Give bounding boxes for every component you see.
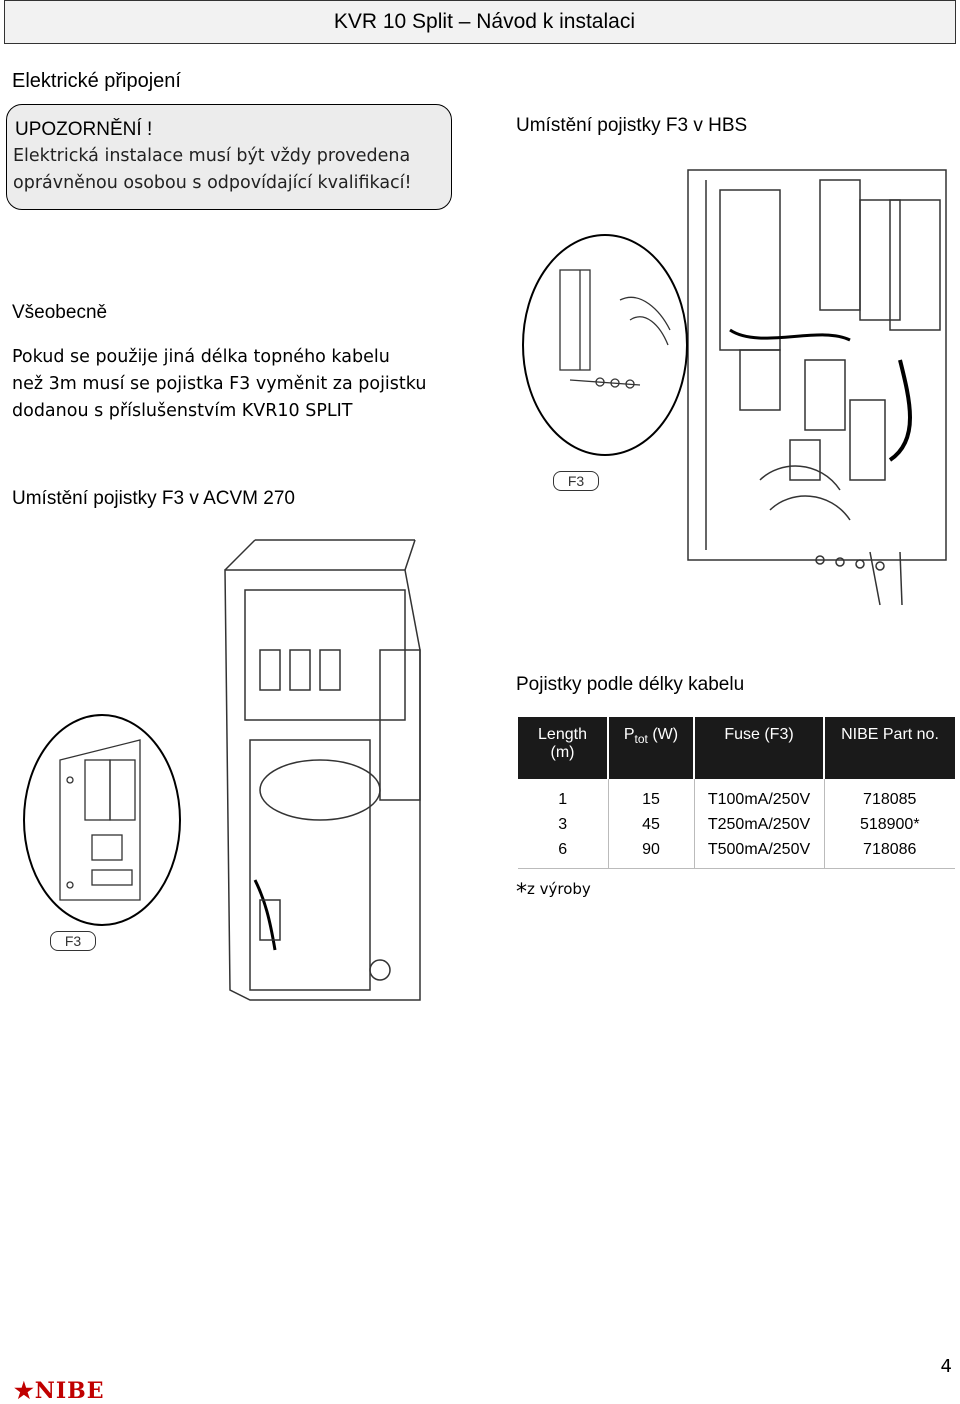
table-cell: 518900* — [823, 812, 955, 837]
table-cell: T100mA/250V — [693, 779, 824, 812]
table-cell: 15 — [607, 779, 694, 812]
column-header-fuse: Fuse (F3) — [694, 717, 825, 779]
footnote: *z výroby — [516, 880, 591, 905]
general-line: než 3m musí se pojistka F3 vyměnit za po… — [12, 374, 427, 394]
column-header-length: Length (m) — [518, 717, 609, 779]
acvm-title: Umístění pojistky F3 v ACVM 270 — [12, 488, 295, 509]
table-cell: 45 — [607, 812, 694, 837]
warning-box: UPOZORNĚNÍ ! Elektrická instalace musí b… — [6, 104, 452, 210]
warning-text: Elektrická instalace musí být vždy prove… — [13, 143, 443, 197]
table-cell: T500mA/250V — [693, 837, 824, 869]
table-cell: 1 — [558, 790, 568, 808]
header-bar: KVR 10 Split – Návod k instalaci — [4, 0, 956, 44]
hbs-title: Umístění pojistky F3 v HBS — [516, 115, 748, 136]
f3-label-hbs: F3 — [553, 471, 599, 491]
warning-line: Elektrická instalace musí být vždy prove… — [13, 146, 411, 166]
general-line: Pokud se použije jiná délka topného kabe… — [12, 347, 390, 367]
table-cell: 718086 — [823, 837, 955, 869]
column-header-part: NIBE Part no. — [824, 717, 955, 779]
fuse-table: Length (m) Ptot (W) Fuse (F3) NIBE Part … — [518, 717, 955, 869]
page-number: 4 — [940, 1356, 952, 1377]
section-title-general: Všeobecně — [12, 302, 108, 323]
warning-line: oprávněnou osobou s odpovídající kvalifi… — [13, 173, 412, 193]
table-cell: 90 — [607, 837, 694, 869]
general-text: Pokud se použije jiná délka topného kabe… — [12, 344, 512, 425]
hbs-illustration — [522, 169, 947, 606]
table-cell: 3 — [558, 815, 568, 833]
footnote-star: * — [516, 880, 527, 905]
table-cell: 718085 — [823, 779, 955, 812]
table-row: 3 45 T250mA/250V 518900* — [518, 812, 955, 837]
nibe-logo: ★NIBE — [14, 1378, 105, 1404]
fuse-table-title: Pojistky podle délky kabelu — [516, 674, 745, 695]
table-cell: 6 — [518, 837, 608, 869]
table-row: 1 15 T100mA/250V 718085 — [518, 779, 955, 812]
footnote-text: z výroby — [527, 880, 591, 898]
table-cell: T250mA/250V — [693, 812, 824, 837]
acvm-illustration — [23, 539, 421, 1001]
section-title-electrical: Elektrické připojení — [12, 70, 181, 92]
column-header-ptot: Ptot (W) — [608, 717, 695, 779]
warning-title: UPOZORNĚNÍ ! — [15, 119, 153, 140]
general-line: dodanou s příslušenstvím KVR10 SPLIT — [12, 401, 353, 421]
table-row: 6 90 T500mA/250V 718086 — [518, 837, 955, 869]
f3-label-acvm: F3 — [50, 931, 96, 951]
document-title: KVR 10 Split – Návod k instalaci — [333, 10, 635, 33]
